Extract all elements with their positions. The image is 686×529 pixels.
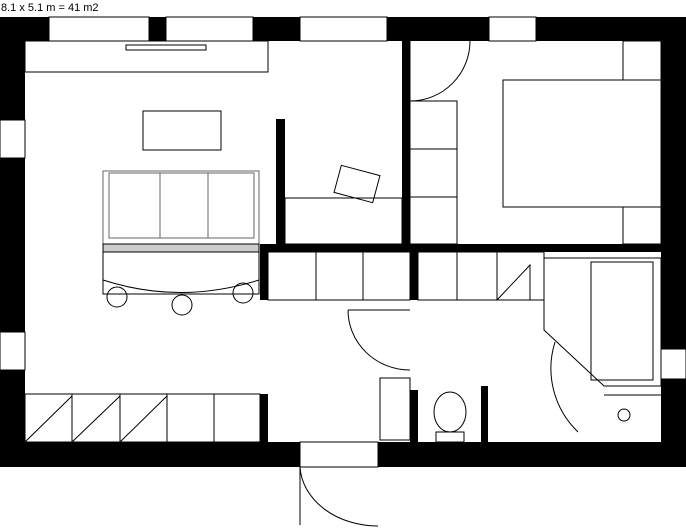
- shower-door: [550, 341, 579, 433]
- furniture: [24, 40, 662, 443]
- interior-walls: [260, 41, 661, 442]
- hall-door-swing: [347, 309, 411, 371]
- window-top-3: [299, 16, 388, 42]
- desk: [284, 197, 403, 245]
- sofa-frame: [102, 170, 260, 245]
- entrance: [299, 441, 379, 527]
- wall-hall-left: [260, 252, 268, 300]
- windows: [0, 16, 686, 380]
- bedroom-wardrobe: [409, 100, 458, 245]
- window-top-1: [48, 16, 150, 42]
- wall-stub-living: [276, 119, 285, 244]
- chair-3: [232, 282, 254, 304]
- window-left-1: [0, 119, 26, 159]
- dining-table: [102, 251, 260, 295]
- desk-chair: [333, 164, 381, 204]
- shower-drain: [617, 408, 631, 422]
- tv-table: [142, 110, 222, 151]
- chair-1: [106, 286, 128, 308]
- entrance-door-swing: [299, 466, 379, 527]
- bedroom-door-swing: [409, 40, 471, 102]
- living-shelf: [24, 40, 269, 73]
- wall-right: [661, 17, 686, 467]
- window-top-4: [488, 16, 537, 42]
- nightstand-top: [622, 40, 662, 81]
- bathtub-inner: [590, 261, 654, 381]
- wall-bedroom-left-lower: [402, 101, 410, 251]
- radiator: [125, 44, 207, 51]
- wall-hall-lower-left: [260, 394, 268, 442]
- wall-left: [0, 17, 25, 467]
- chair-2: [171, 294, 193, 316]
- window-right-1: [660, 348, 686, 380]
- wall-bath-lower: [410, 390, 418, 442]
- entrance-opening: [299, 441, 379, 468]
- hall-radiator: [379, 377, 411, 441]
- bath-cabinet: [417, 251, 545, 301]
- window-top-2: [165, 16, 254, 42]
- living-low-cabinet: [24, 393, 261, 443]
- hall-wardrobe: [267, 251, 411, 301]
- bath-cabinet-hatch: [496, 263, 531, 301]
- wall-toilet-stub: [481, 386, 488, 442]
- bed: [502, 79, 662, 208]
- sofa-cushions: [108, 172, 255, 239]
- bench: [102, 243, 260, 253]
- bathtub: [543, 257, 662, 387]
- nightstand-bottom: [622, 206, 662, 245]
- window-left-2: [0, 331, 26, 371]
- wall-horizontal-mid: [260, 244, 661, 252]
- wall-bath-left: [410, 252, 418, 300]
- toilet-tank: [435, 431, 465, 443]
- wall-bedroom-left: [402, 41, 410, 101]
- plan-dimensions-label: 8.1 x 5.1 m = 41 m2: [1, 2, 99, 14]
- low-cabinet-hatch: [24, 395, 168, 443]
- dining-table-curve: [102, 279, 260, 293]
- toilet-bowl: [433, 391, 467, 433]
